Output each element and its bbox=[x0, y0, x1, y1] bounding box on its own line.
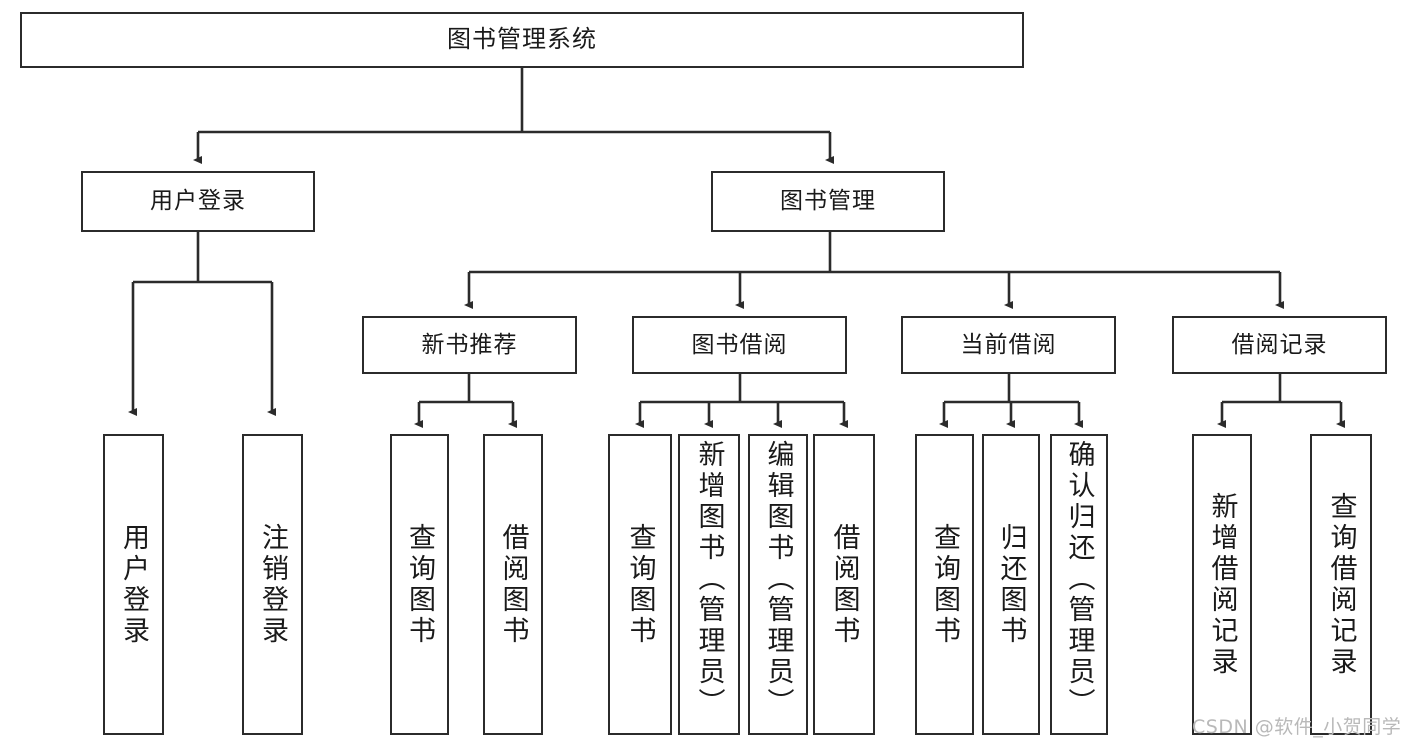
node-label: 新书推荐 bbox=[421, 331, 518, 358]
leaf-user-login[interactable]: 用户登录 bbox=[103, 434, 164, 735]
leaf-query-borrow-record[interactable]: 查询借阅记录 bbox=[1310, 434, 1372, 735]
node-root-system[interactable]: 图书管理系统 bbox=[20, 12, 1024, 68]
node-label: 注销登录 bbox=[257, 522, 288, 647]
node-user-login[interactable]: 用户登录 bbox=[81, 171, 315, 232]
node-label: 归还图书 bbox=[995, 522, 1027, 647]
node-borrow-record[interactable]: 借阅记录 bbox=[1172, 316, 1387, 374]
leaf-edit-book-admin[interactable]: 编辑图书（管理员） bbox=[748, 434, 808, 735]
leaf-logout[interactable]: 注销登录 bbox=[242, 434, 303, 735]
node-label: 新增借阅记录 bbox=[1206, 491, 1238, 678]
leaf-return-book[interactable]: 归还图书 bbox=[982, 434, 1040, 735]
node-label: 查询图书 bbox=[404, 522, 435, 647]
leaf-query-book-borrow[interactable]: 查询图书 bbox=[608, 434, 672, 735]
node-label: 用户登录 bbox=[118, 522, 149, 647]
watermark-text: CSDN @软件_小贺同学 bbox=[1192, 716, 1402, 738]
node-label: 查询图书 bbox=[929, 522, 960, 647]
node-label: 图书管理 bbox=[780, 188, 876, 215]
node-label: 查询借阅记录 bbox=[1325, 491, 1357, 678]
node-label: 图书管理系统 bbox=[447, 25, 597, 54]
node-current-borrow[interactable]: 当前借阅 bbox=[901, 316, 1116, 374]
node-new-book-recommend[interactable]: 新书推荐 bbox=[362, 316, 577, 374]
leaf-add-borrow-record[interactable]: 新增借阅记录 bbox=[1192, 434, 1252, 735]
leaf-confirm-return-admin[interactable]: 确认归还（管理员） bbox=[1050, 434, 1108, 735]
node-label: 查询图书 bbox=[624, 522, 656, 647]
leaf-query-book-current[interactable]: 查询图书 bbox=[915, 434, 974, 735]
leaf-borrow-book-recommend[interactable]: 借阅图书 bbox=[483, 434, 543, 735]
leaf-query-book-recommend[interactable]: 查询图书 bbox=[390, 434, 449, 735]
node-label: 用户登录 bbox=[150, 188, 246, 215]
leaf-borrow-book[interactable]: 借阅图书 bbox=[813, 434, 875, 735]
node-label: 编辑图书（管理员） bbox=[762, 440, 794, 719]
node-label: 借阅图书 bbox=[828, 522, 860, 647]
node-label: 当前借阅 bbox=[960, 331, 1057, 358]
node-book-management[interactable]: 图书管理 bbox=[711, 171, 945, 232]
node-label: 图书借阅 bbox=[691, 331, 788, 358]
node-label: 新增图书（管理员） bbox=[693, 440, 725, 719]
node-label: 借阅图书 bbox=[497, 522, 529, 647]
node-label: 确认归还（管理员） bbox=[1063, 440, 1095, 719]
leaf-add-book-admin[interactable]: 新增图书（管理员） bbox=[678, 434, 740, 735]
node-label: 借阅记录 bbox=[1231, 331, 1328, 358]
node-book-borrow[interactable]: 图书借阅 bbox=[632, 316, 847, 374]
